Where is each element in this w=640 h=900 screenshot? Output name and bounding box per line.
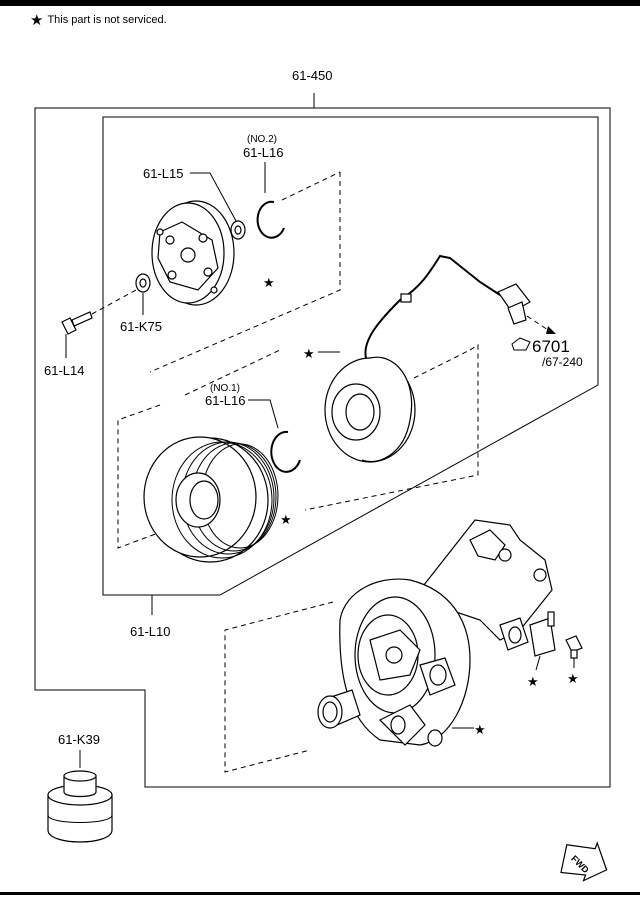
assembly-frame: [34, 93, 611, 788]
label-l16-no2-qual: (NO.2): [247, 134, 277, 145]
leader-l16-no1: [248, 399, 279, 429]
leader-bracket-star: [535, 655, 541, 671]
not-serviced-note: ★ This part is not serviced.: [30, 11, 167, 29]
coil-harness: [364, 254, 501, 359]
washer-k75-hole: [139, 278, 147, 288]
dash-line: [281, 171, 341, 201]
star-compressor: ★: [474, 722, 486, 737]
coil-connector: [400, 283, 531, 325]
label-6701: 6701: [532, 337, 570, 356]
label-l16-no1-qual: (NO.1): [210, 383, 240, 394]
bottom-border: [0, 892, 640, 895]
star-bracket: ★: [527, 674, 539, 689]
label-67-240: /67-240: [542, 355, 583, 369]
shim-l15-hole: [234, 225, 242, 235]
dash-bolt-line: [91, 289, 137, 315]
label-61-l16-no2: 61-L16: [243, 145, 283, 160]
label-61-l14: 61-L14: [44, 363, 84, 378]
top-border: [0, 0, 640, 6]
dash-coil-line: [413, 349, 471, 379]
snap-ring-no1: [270, 430, 301, 473]
field-coil: [324, 356, 416, 463]
dash-region-pulley: [304, 344, 479, 511]
compressor-body: [317, 519, 553, 747]
thermal-bracket: [529, 611, 556, 657]
clutch-frame: [102, 116, 599, 596]
label-61-k39: 61-K39: [58, 732, 100, 747]
dash-region-plate: [149, 172, 341, 373]
star-icon: ★: [30, 11, 44, 29]
snap-ring-no2: [256, 200, 285, 239]
label-61-l16-no1: 61-L16: [205, 393, 245, 408]
star-screw: ★: [567, 671, 579, 686]
dash-region-compressor: [224, 601, 334, 773]
pressure-plate: [151, 200, 235, 306]
oil-bottle-k39: [47, 770, 113, 843]
star-coil: ★: [303, 346, 315, 361]
fwd-arrow-icon: FWD: [560, 841, 608, 882]
dash-connector-line: [526, 315, 549, 331]
bracket-screw: [565, 635, 583, 659]
hand-pointer-icon: [511, 337, 531, 351]
bolt-l14: [61, 311, 93, 335]
arrow-icon: [546, 326, 556, 334]
label-61-450: 61-450: [292, 68, 332, 83]
leader-l15: [190, 172, 237, 222]
star-plate: ★: [263, 275, 275, 290]
label-61-l10: 61-L10: [130, 624, 170, 639]
note-text: This part is not serviced.: [47, 14, 167, 26]
label-61-l15: 61-L15: [143, 166, 183, 181]
label-61-k75: 61-K75: [120, 319, 162, 334]
star-pulley: ★: [280, 512, 292, 527]
pulley: [143, 436, 279, 563]
